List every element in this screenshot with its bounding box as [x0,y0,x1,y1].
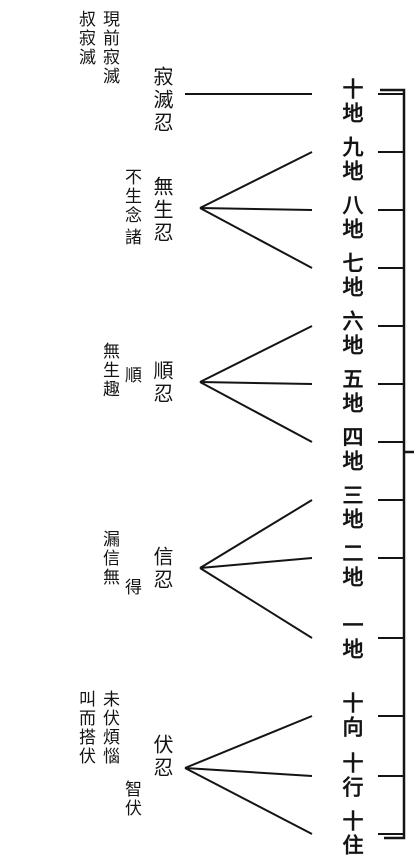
stage-label-7: 七地 [340,252,365,300]
stage-label-10: 十地 [340,78,365,126]
ren-label-wusheng: 無生忍 [150,176,174,245]
desc-jimie-1: 現前寂滅 [99,10,119,86]
stage-label-shi-xing: 十行 [340,752,365,800]
connector-xin [199,499,313,639]
stage-label-4: 四地 [340,426,365,474]
desc-shun-2: 無生趣 [99,342,119,399]
desc-shun-1: 順 [121,366,141,385]
stage-label-2: 二地 [340,542,365,590]
stage-label-shi-zhu: 十住 [340,810,365,858]
stage-label-8: 八地 [340,194,365,242]
stage-label-3: 三地 [340,484,365,532]
stage-label-9: 九地 [340,136,365,184]
ren-label-xin: 信忍 [150,546,174,592]
desc-fu-2: 未伏煩惱 [99,690,119,766]
ren-label-fu: 伏忍 [150,734,174,780]
desc-jimie-2: 叔寂滅 [75,10,95,67]
desc-fu-1: 智伏 [121,780,141,818]
desc-wusheng-2: 諸 [121,228,141,247]
ren-label-shun: 順忍 [150,360,174,406]
connector-wusheng [199,151,313,269]
stage-label-1: 一地 [340,614,365,662]
stage-label-shi-xiang: 十向 [340,692,365,740]
ren-label-jimie: 寂滅忍 [150,66,174,135]
group-connectors [184,93,313,835]
connector-fu [184,715,313,835]
desc-xin-1: 得 [121,578,141,597]
stage-ticks [378,93,404,835]
stage-label-6: 六地 [340,310,365,358]
desc-fu-3: 叫而搭伏 [75,690,95,766]
stage-label-5: 五地 [340,368,365,416]
desc-wusheng-1: 不生念 [121,168,141,225]
main-bracket [380,88,406,840]
connector-shun [199,325,313,443]
desc-xin-2: 漏信無 [99,530,119,587]
